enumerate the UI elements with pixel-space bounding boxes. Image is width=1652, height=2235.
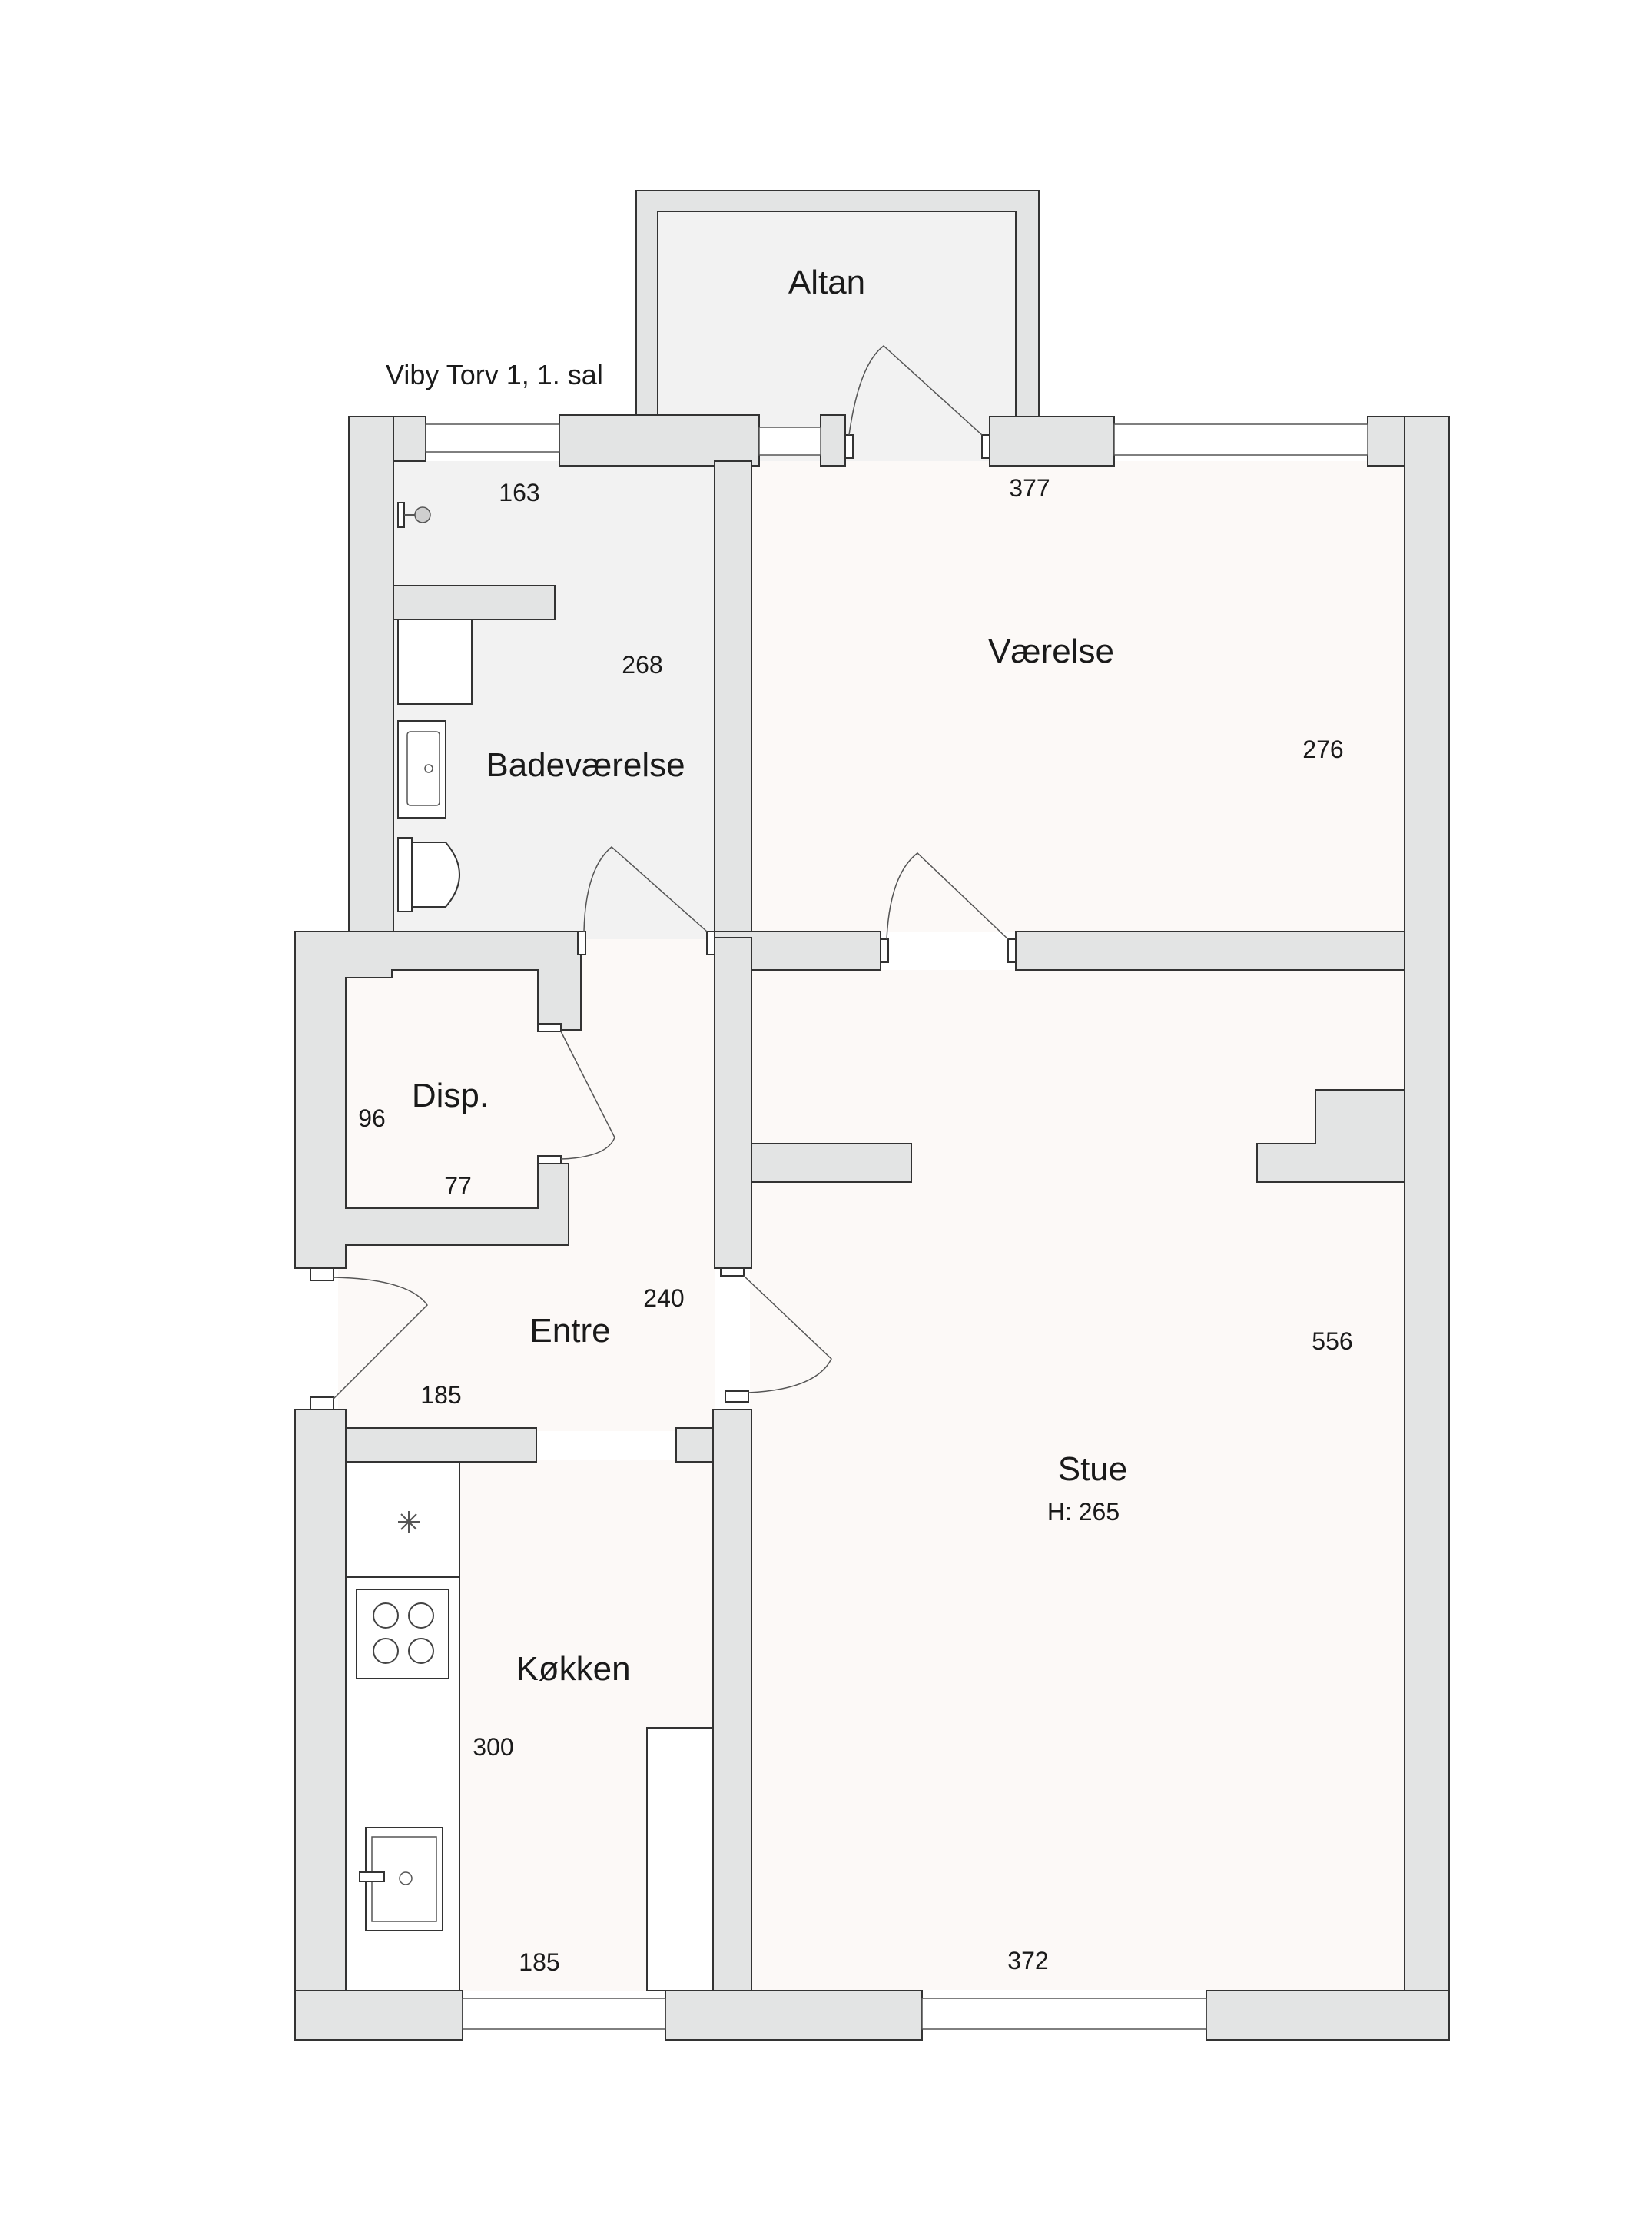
stue-door-swing — [743, 1275, 832, 1393]
floors — [338, 211, 1405, 1991]
entrance-door-swing — [333, 1277, 428, 1400]
dim-badevaerelse-length: 268 — [622, 651, 662, 679]
wall-vaerelse-stue-right — [1015, 931, 1405, 971]
stue-ceiling-height: H: 265 — [1047, 1498, 1120, 1526]
bathroom-door-jamb-left — [577, 931, 586, 955]
wall-top-right-pier — [989, 416, 1115, 467]
room-label-vaerelse: Værelse — [988, 633, 1114, 670]
toilet-bowl — [411, 842, 460, 908]
dim-vaerelse-length: 276 — [1302, 736, 1343, 763]
window-kitchen — [462, 1998, 666, 2030]
wall-bottom-right — [1206, 1990, 1450, 2041]
kitchen-hob — [356, 1589, 449, 1679]
altan-door-swing — [848, 345, 983, 436]
wall-kitchen-top-right — [675, 1427, 715, 1463]
dim-kokken-length: 300 — [473, 1733, 513, 1761]
room-label-stue: Stue — [1058, 1450, 1128, 1488]
address-label: Viby Torv 1, 1. sal — [386, 359, 603, 390]
kitchen-tap — [359, 1871, 385, 1882]
extractor-fan-icon — [398, 1511, 420, 1533]
vaerelse-door-jamb-left — [880, 938, 889, 963]
wall-left-kitchen — [294, 1409, 347, 2041]
wall-kitchen-top — [345, 1427, 537, 1463]
bathroom-door-jamb-right — [706, 931, 715, 955]
fixtures — [345, 502, 714, 1991]
disp-door-jamb-top — [537, 1023, 562, 1032]
doors — [310, 345, 1017, 1410]
dim-disp-length: 96 — [358, 1104, 386, 1132]
hob-burner-4 — [408, 1638, 434, 1664]
toilet-tank — [397, 837, 413, 912]
wall-kitchen-stue — [712, 1409, 752, 2041]
window-bathroom — [425, 423, 560, 453]
stue-door-jamb-top — [720, 1267, 745, 1277]
vaerelse-floor — [750, 461, 1405, 932]
bathroom-sink — [397, 720, 446, 819]
bathroom-sink-drain — [424, 764, 433, 773]
dim-kokken-width: 185 — [519, 1948, 559, 1976]
dim-disp-width: 77 — [444, 1172, 472, 1200]
wall-right-step — [1256, 1089, 1405, 1183]
entrance-door-jamb-top — [310, 1267, 334, 1281]
altan-door-jamb-left — [844, 434, 854, 459]
room-label-altan: Altan — [788, 264, 865, 301]
labels: Viby Torv 1, 1. sal Altan Badeværelse 16… — [358, 264, 1352, 1976]
stue-door-jamb-bottom — [725, 1390, 749, 1403]
wall-bottom-left — [294, 1990, 463, 2041]
hob-burner-3 — [373, 1638, 399, 1664]
room-label-kokken: Køkken — [516, 1650, 630, 1688]
room-label-disp: Disp. — [412, 1077, 489, 1114]
dim-entre-length: 240 — [643, 1284, 684, 1312]
wall-spine-stub — [751, 1143, 912, 1183]
entrance-door-jamb-bottom — [310, 1396, 334, 1410]
hob-burner-2 — [408, 1602, 434, 1629]
dim-badevaerelse-width: 163 — [499, 479, 539, 506]
window-stue — [921, 1998, 1207, 2030]
vaerelse-door-swing — [886, 852, 1009, 940]
stue-floor — [750, 970, 1405, 1990]
wall-bath-stub — [393, 585, 556, 620]
shower-bar — [397, 502, 405, 528]
wall-bottom-mid — [665, 1990, 923, 2041]
dim-stue-length: 556 — [1312, 1327, 1352, 1355]
wall-left-bathroom — [348, 416, 394, 955]
entre-floor — [338, 939, 715, 1431]
washing-machine — [397, 619, 473, 705]
shower-head — [414, 506, 431, 523]
wall-partition-bath — [714, 460, 752, 938]
dim-entre-width: 185 — [420, 1381, 461, 1409]
wall-spine-upper — [714, 937, 752, 1269]
bathroom-door-swing — [583, 846, 708, 932]
window-altan-left — [758, 427, 821, 456]
hob-burner-1 — [373, 1602, 399, 1629]
room-label-entre: Entre — [529, 1312, 610, 1350]
window-vaerelse — [1113, 423, 1368, 456]
vaerelse-door-jamb-right — [1007, 938, 1017, 963]
kitchen-cabinet — [646, 1727, 714, 1991]
windows — [425, 423, 1368, 2030]
wall-top-mid — [559, 414, 760, 467]
disp-door-jamb-bottom — [537, 1155, 562, 1164]
walls — [294, 190, 1450, 2041]
wall-right — [1404, 416, 1450, 2039]
dim-vaerelse-width: 377 — [1009, 474, 1050, 502]
altan-door-jamb-right — [981, 434, 990, 459]
bathroom-sink-basin — [406, 731, 440, 806]
wall-top-pier — [820, 414, 846, 467]
room-label-badevaerelse: Badeværelse — [486, 746, 685, 784]
dim-stue-width: 372 — [1007, 1947, 1048, 1974]
kitchen-sink-drain — [399, 1871, 413, 1885]
disp-door-swing — [560, 1031, 615, 1160]
